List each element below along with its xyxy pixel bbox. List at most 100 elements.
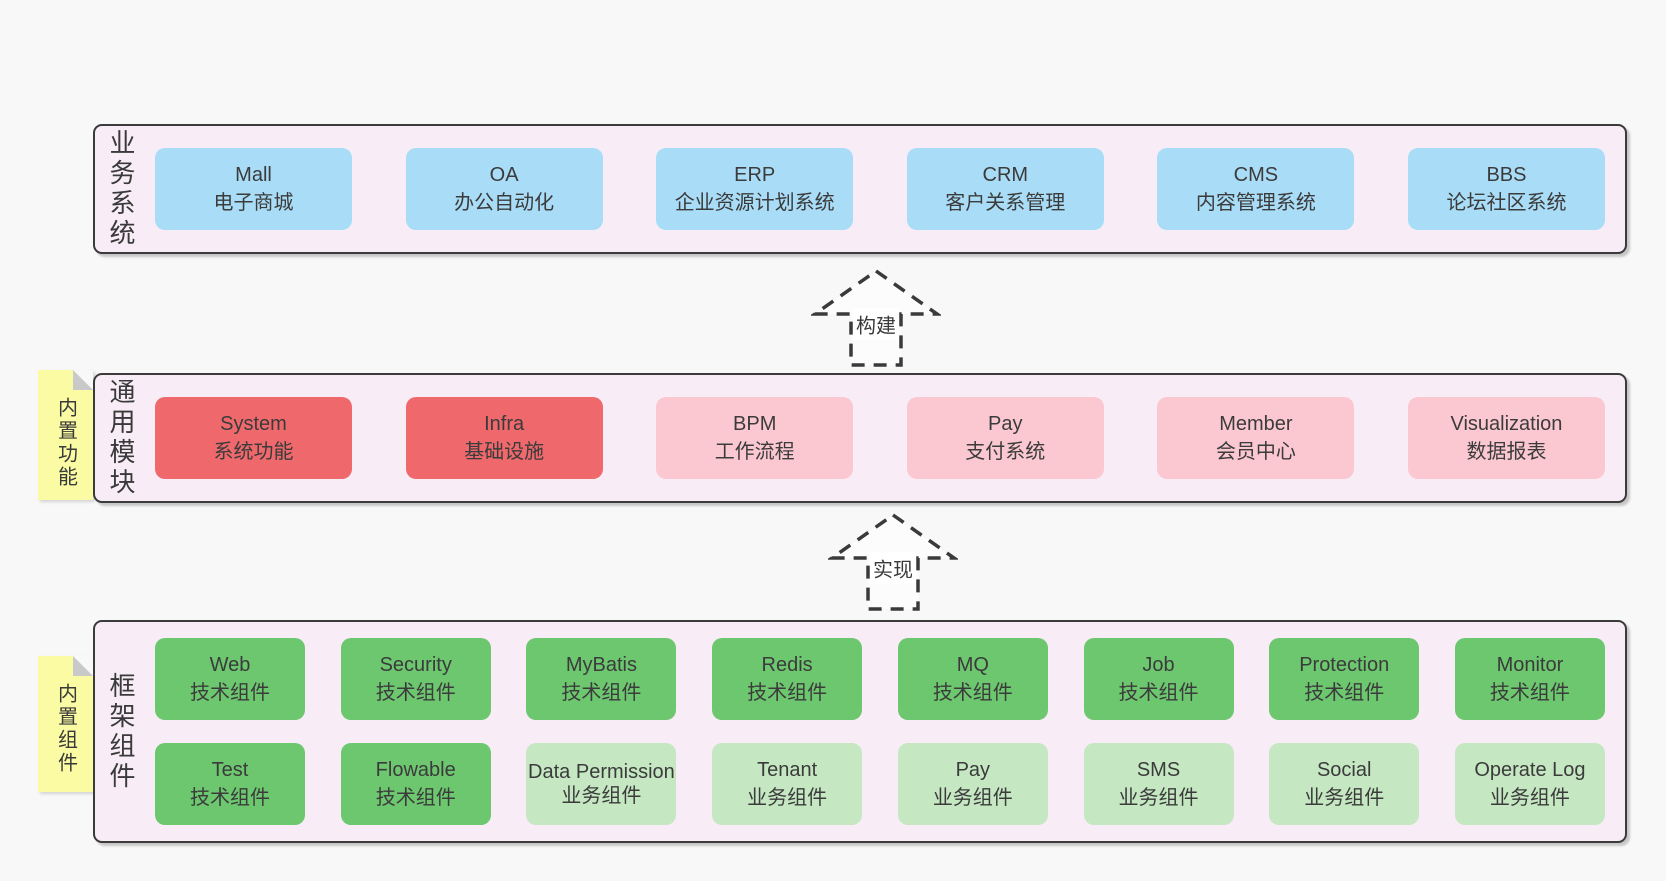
arrow-implement-label: 实现 <box>870 552 916 584</box>
sticky-note-builtin-features: 内置功能 <box>38 370 93 500</box>
box-title: BPM <box>733 413 777 435</box>
box-title: Job <box>1142 654 1175 676</box>
arrow-build: 构建 <box>811 268 941 368</box>
box-subtitle: 内容管理系统 <box>1195 192 1316 214</box>
box-subtitle: 技术组件 <box>1304 682 1385 704</box>
box-title: Pay <box>955 759 991 781</box>
band-common-content: System 系统功能 Infra 基础设施 BPM 工作流程 Pay 支付系统… <box>155 397 1605 479</box>
box-subtitle: 技术组件 <box>1489 682 1570 704</box>
band-common-modules: 通用模块 System 系统功能 Infra 基础设施 BPM 工作流程 Pay… <box>93 373 1627 503</box>
module-box-system: System 系统功能 <box>155 397 352 479</box>
box-subtitle: 技术组件 <box>190 682 270 704</box>
box-title: Data Permission <box>528 761 675 783</box>
component-box-sms: SMS 业务组件 <box>1083 743 1234 825</box>
band-title-business-systems: 业务系统 <box>106 129 136 249</box>
box-title: Member <box>1219 413 1293 435</box>
component-box-monitor: Monitor 技术组件 <box>1454 638 1605 720</box>
component-box-test: Test 技术组件 <box>155 743 305 825</box>
box-title: Tenant <box>757 759 818 781</box>
component-box-data-permission: Data Permission 业务组件 <box>526 743 677 825</box>
box-subtitle: 支付系统 <box>965 441 1046 463</box>
component-box-social: Social 业务组件 <box>1269 743 1420 825</box>
module-box-bbs: BBS 论坛社区系统 <box>1407 148 1605 230</box>
box-subtitle: 数据报表 <box>1466 441 1547 463</box>
box-title: Monitor <box>1496 654 1564 676</box>
box-title: Mall <box>235 164 272 186</box>
component-box-security: Security 技术组件 <box>340 638 491 720</box>
module-box-erp: ERP 企业资源计划系统 <box>656 148 854 230</box>
box-title: Operate Log <box>1474 759 1586 781</box>
box-subtitle: 技术组件 <box>375 787 456 809</box>
band-framework-components: 框架组件 Web 技术组件 Security 技术组件 MyBatis 技术组件… <box>93 620 1627 843</box>
box-title: Infra <box>484 413 525 435</box>
box-title: Web <box>209 654 251 676</box>
box-title: Flowable <box>375 759 456 781</box>
box-subtitle: 技术组件 <box>1118 682 1199 704</box>
framework-row-tech: Web 技术组件 Security 技术组件 MyBatis 技术组件 Redi… <box>155 638 1605 720</box>
box-subtitle: 业务组件 <box>561 785 642 807</box>
box-subtitle: 论坛社区系统 <box>1446 192 1567 214</box>
module-box-visualization: Visualization 数据报表 <box>1407 397 1605 479</box>
module-box-bpm: BPM 工作流程 <box>656 397 854 479</box>
component-box-mq: MQ 技术组件 <box>897 638 1048 720</box>
box-subtitle: 电子商城 <box>213 192 294 214</box>
module-box-oa: OA 办公自动化 <box>405 148 603 230</box>
box-title: BBS <box>1486 164 1527 186</box>
box-subtitle: 业务组件 <box>1118 787 1199 809</box>
component-box-tenant: Tenant 业务组件 <box>712 743 863 825</box>
box-title: Visualization <box>1450 413 1563 435</box>
box-subtitle: 技术组件 <box>932 682 1013 704</box>
module-box-crm: CRM 客户关系管理 <box>906 148 1104 230</box>
band-framework-content: Web 技术组件 Security 技术组件 MyBatis 技术组件 Redi… <box>155 638 1605 825</box>
band-title-framework-components: 框架组件 <box>106 671 136 792</box>
band-business-systems: 业务系统 Mall 电子商城 OA 办公自动化 ERP 企业资源计划系统 CRM… <box>93 124 1627 254</box>
module-box-infra: Infra 基础设施 <box>405 397 603 479</box>
sticky-note-builtin-components: 内置组件 <box>38 656 93 792</box>
box-subtitle: 基础设施 <box>464 441 545 463</box>
note-fold-icon <box>73 370 93 390</box>
box-subtitle: 企业资源计划系统 <box>674 192 835 214</box>
module-box-mall: Mall 电子商城 <box>155 148 352 230</box>
box-title: ERP <box>734 164 776 186</box>
component-box-redis: Redis 技术组件 <box>712 638 863 720</box>
module-box-cms: CMS 内容管理系统 <box>1157 148 1355 230</box>
box-subtitle: 业务组件 <box>1489 787 1570 809</box>
module-box-member: Member 会员中心 <box>1157 397 1355 479</box>
box-subtitle: 工作流程 <box>714 441 795 463</box>
component-box-protection: Protection 技术组件 <box>1269 638 1420 720</box>
box-subtitle: 办公自动化 <box>454 192 555 214</box>
box-subtitle: 技术组件 <box>375 682 456 704</box>
box-title: System <box>220 413 287 435</box>
box-title: SMS <box>1136 759 1181 781</box>
component-box-mybatis: MyBatis 技术组件 <box>526 638 677 720</box>
box-subtitle: 系统功能 <box>213 441 294 463</box>
box-subtitle: 业务组件 <box>1304 787 1385 809</box>
box-title: Protection <box>1299 654 1390 676</box>
component-box-web: Web 技术组件 <box>155 638 305 720</box>
arrow-build-label: 构建 <box>853 308 899 340</box>
box-title: Pay <box>988 413 1023 435</box>
box-title: CMS <box>1233 164 1279 186</box>
sticky-note-label: 内置组件 <box>54 683 77 775</box>
box-subtitle: 业务组件 <box>932 787 1013 809</box>
box-subtitle: 客户关系管理 <box>945 192 1066 214</box>
box-subtitle: 技术组件 <box>747 682 828 704</box>
component-box-flowable: Flowable 技术组件 <box>340 743 491 825</box>
box-title: MyBatis <box>565 654 637 676</box>
box-title: MQ <box>956 654 989 676</box>
box-title: Security <box>379 654 452 676</box>
box-subtitle: 技术组件 <box>561 682 642 704</box>
component-box-job: Job 技术组件 <box>1083 638 1234 720</box>
band-business-content: Mall 电子商城 OA 办公自动化 ERP 企业资源计划系统 CRM 客户关系… <box>155 148 1605 230</box>
box-title: CRM <box>982 164 1029 186</box>
box-title: Redis <box>761 654 813 676</box>
component-box-pay: Pay 业务组件 <box>897 743 1048 825</box>
box-subtitle: 技术组件 <box>190 787 270 809</box>
box-subtitle: 会员中心 <box>1215 441 1296 463</box>
box-title: Social <box>1316 759 1372 781</box>
module-box-pay: Pay 支付系统 <box>906 397 1104 479</box>
component-box-operate-log: Operate Log 业务组件 <box>1454 743 1605 825</box>
box-subtitle: 业务组件 <box>747 787 828 809</box>
arrow-implement: 实现 <box>828 512 958 612</box>
